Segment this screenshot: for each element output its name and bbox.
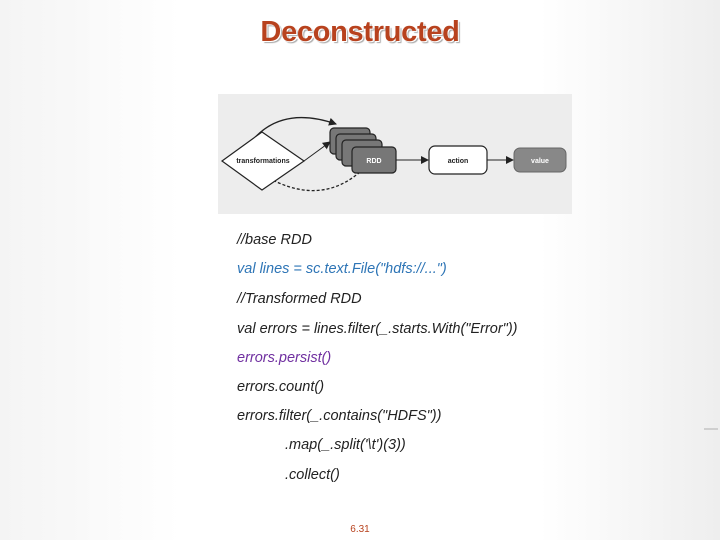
value-node <box>513 147 567 173</box>
code-line-errors: val errors = lines.filter(_.starts.With(… <box>237 321 518 337</box>
code-line-comment-base: //base RDD <box>237 232 312 248</box>
code-line-comment-transformed: //Transformed RDD <box>237 291 362 307</box>
edge-decoration <box>704 428 718 430</box>
diagram-canvas: transformations RDD action value <box>220 117 567 192</box>
arrow-transformations-to-rdd <box>303 141 331 162</box>
code-line-lines: val lines = sc.text.File("hdfs://...") <box>237 261 447 277</box>
rdd-lifecycle-diagram: transformations RDD action value <box>218 94 572 214</box>
rdd-label: RDD <box>366 158 381 165</box>
loop-arrow-bottom <box>249 165 361 192</box>
code-line-persist: errors.persist() <box>237 350 332 366</box>
code-line-collect: .collect() <box>285 467 340 483</box>
action-label: action <box>448 158 469 165</box>
slide-title: Deconstructed <box>260 16 460 48</box>
code-line-filter: errors.filter(_.contains("HDFS")) <box>237 408 442 424</box>
code-line-map: .map(_.split('\t')(3)) <box>285 437 406 453</box>
value-label: value <box>531 158 549 165</box>
transformations-label: transformations <box>236 158 289 165</box>
page-number: 6.31 <box>350 524 370 535</box>
code-line-count: errors.count() <box>237 379 325 395</box>
